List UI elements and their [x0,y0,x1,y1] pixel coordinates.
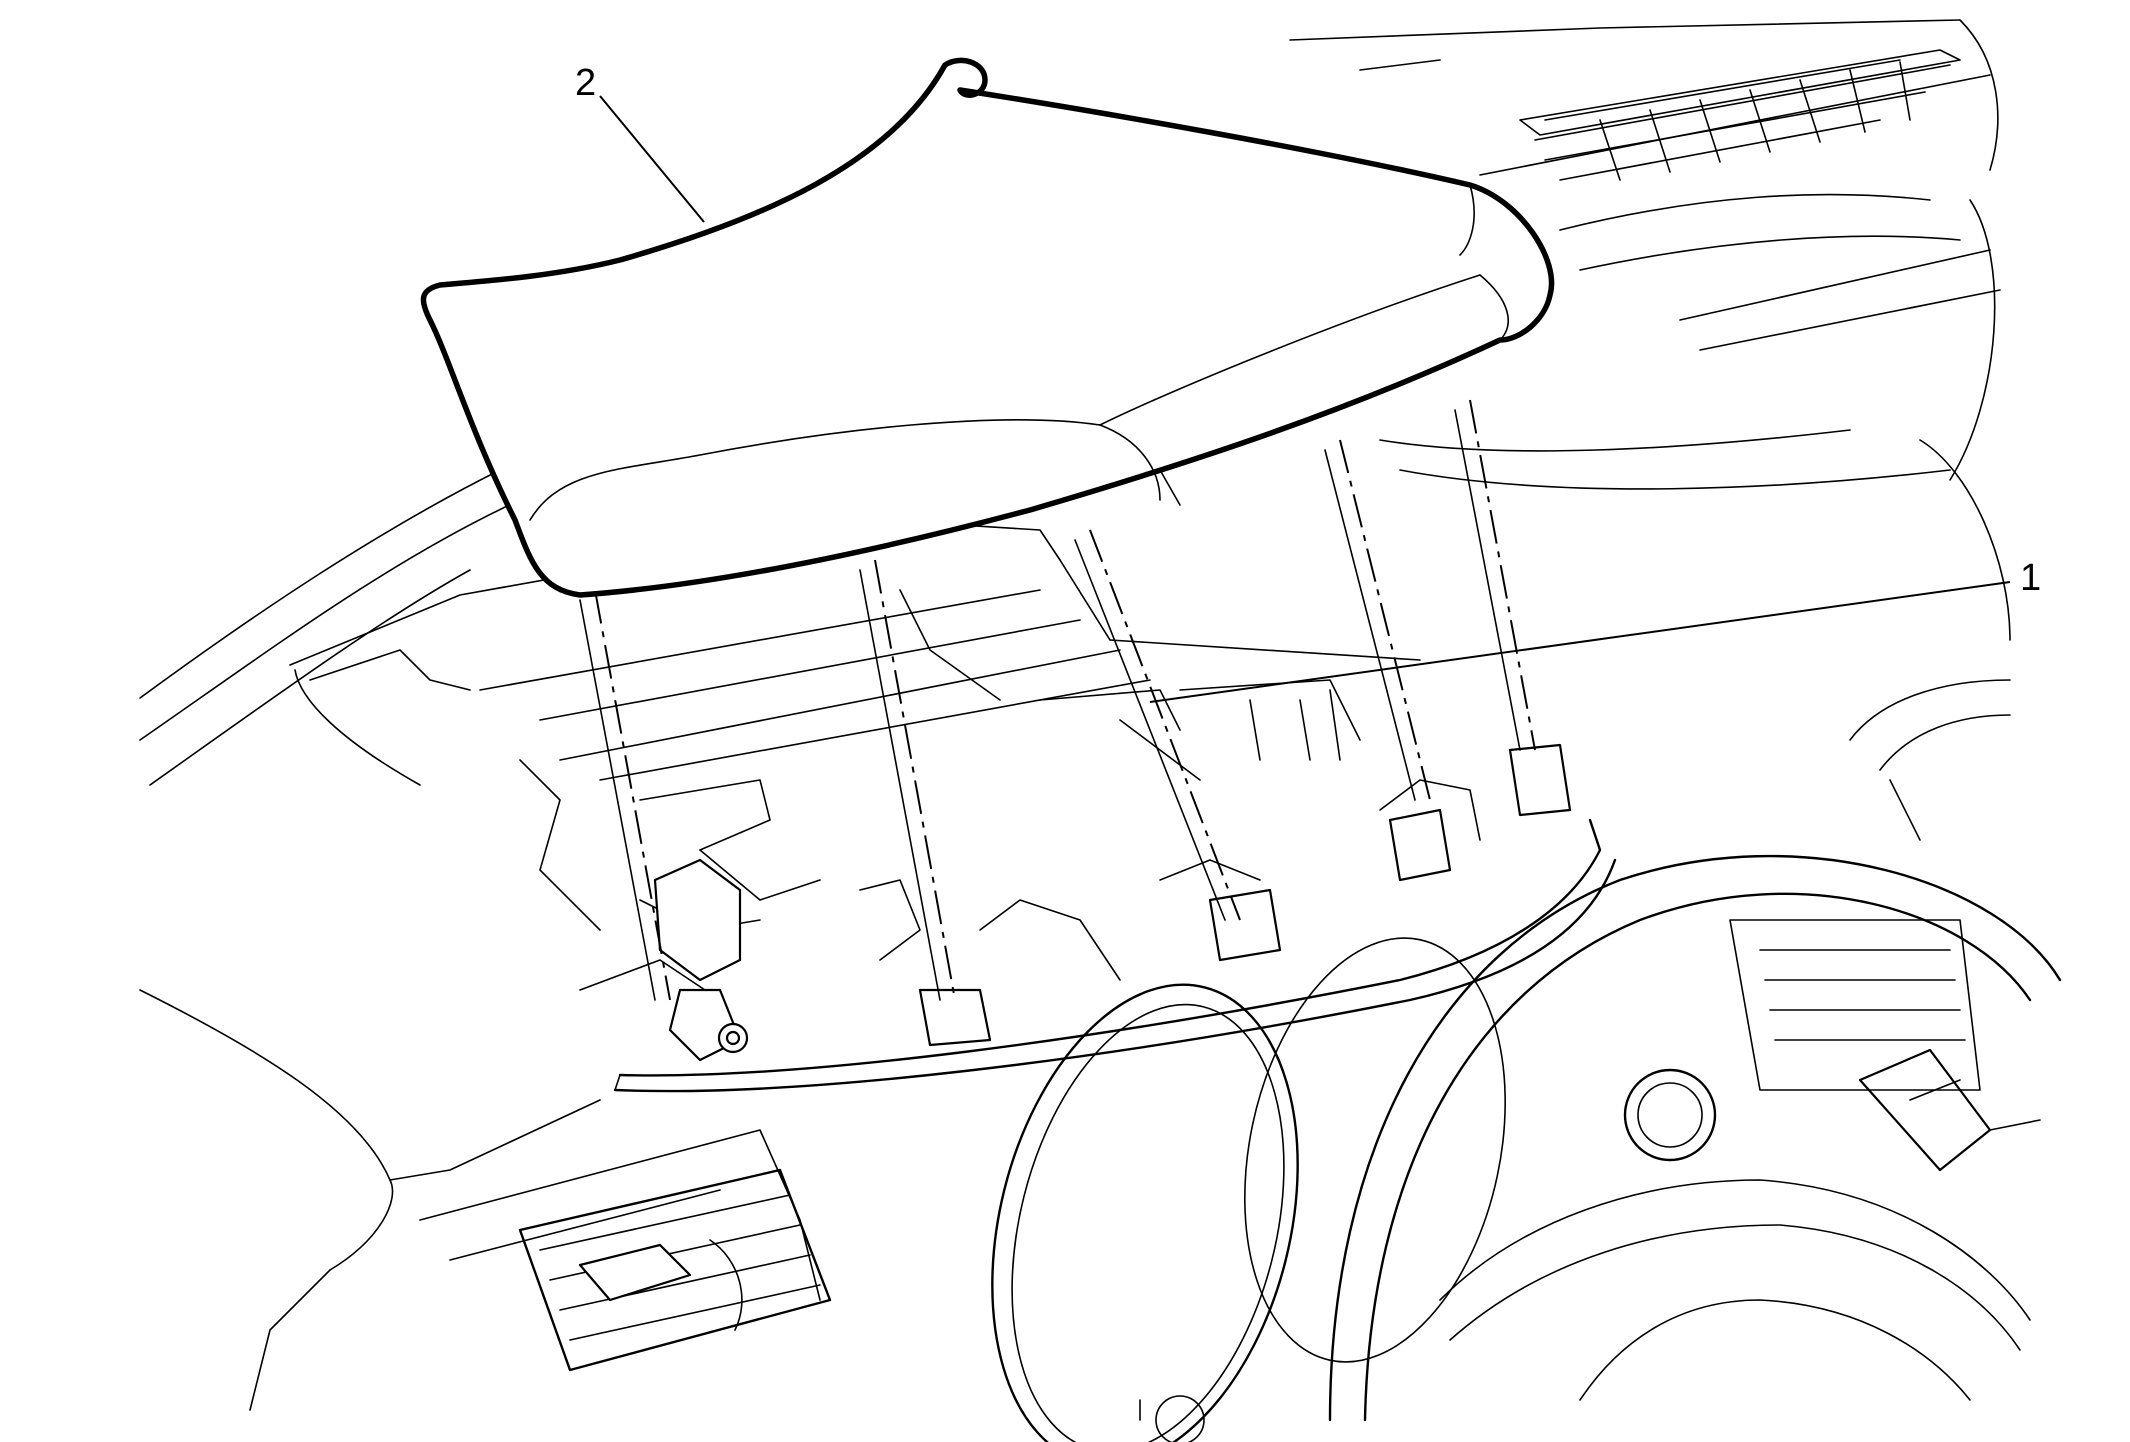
alignment-guides [579,399,1536,1001]
callout-1-label: 1 [2020,557,2041,599]
display-bezel [1849,679,2011,841]
cluster-trim-lip [613,818,1617,1093]
right-air-vent [1729,919,1981,1091]
callout-2-label: 2 [575,62,596,104]
leader-callout-1 [1149,581,2011,703]
retainer-clips [653,743,1572,1062]
callout-leaders [599,95,2011,703]
lower-console [1139,1395,1205,1442]
leader-callout-2 [599,95,705,223]
turn-signal-lever [1858,1048,2041,1172]
defroster-grille [1519,49,1961,181]
steering-wheel [1328,854,2062,1422]
instrument-panel-carrier [289,519,1421,786]
instrument-panel-upper-right [1379,193,2011,641]
gauge-cluster [991,937,1506,1442]
left-air-vent [518,1168,832,1372]
windshield-outline [139,19,1999,786]
cluster-trim-cover-part-2 [420,57,1555,598]
left-dash-surface [139,989,821,1411]
